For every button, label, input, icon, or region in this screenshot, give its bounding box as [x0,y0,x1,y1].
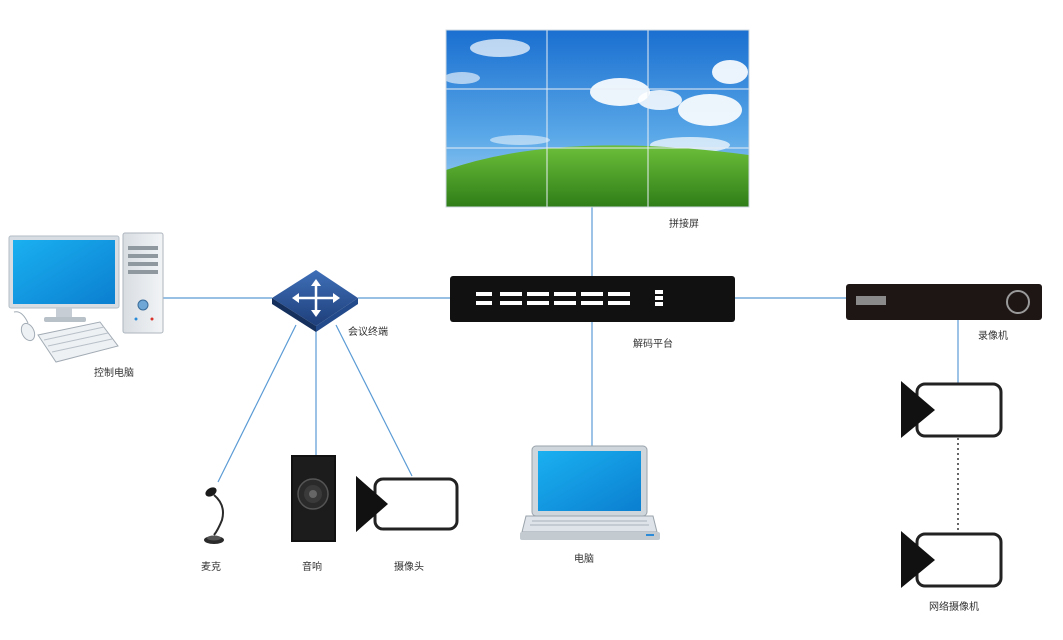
camera-label: 摄像头 [394,562,424,573]
desktop-computer-icon [8,232,164,363]
decoder-label: 解码平台 [633,339,673,350]
links [162,207,959,534]
network-camera-label: 网络摄像机 [929,602,979,613]
link-terminal-mic [217,324,297,483]
control-pc-label: 控制电脑 [94,368,134,379]
microphone-label: 麦克 [201,562,221,573]
network-switch-icon [272,270,358,332]
camera-icon [901,531,1003,588]
video-wall-icon [444,29,750,208]
laptop-icon [520,445,660,540]
decoder-icon [450,276,735,322]
speaker-label: 音响 [302,562,322,573]
link-terminal-camera [335,324,413,477]
camera-icon [901,381,1003,438]
speaker-icon [291,455,336,542]
microphone-icon [204,487,224,544]
video-wall-label: 拼接屏 [669,219,699,230]
recorder-icon [846,284,1042,320]
recorder-label: 录像机 [978,331,1008,342]
camera-icon [356,476,459,532]
laptop-label: 电脑 [574,554,594,565]
conference-terminal-label: 会议终端 [348,327,388,338]
